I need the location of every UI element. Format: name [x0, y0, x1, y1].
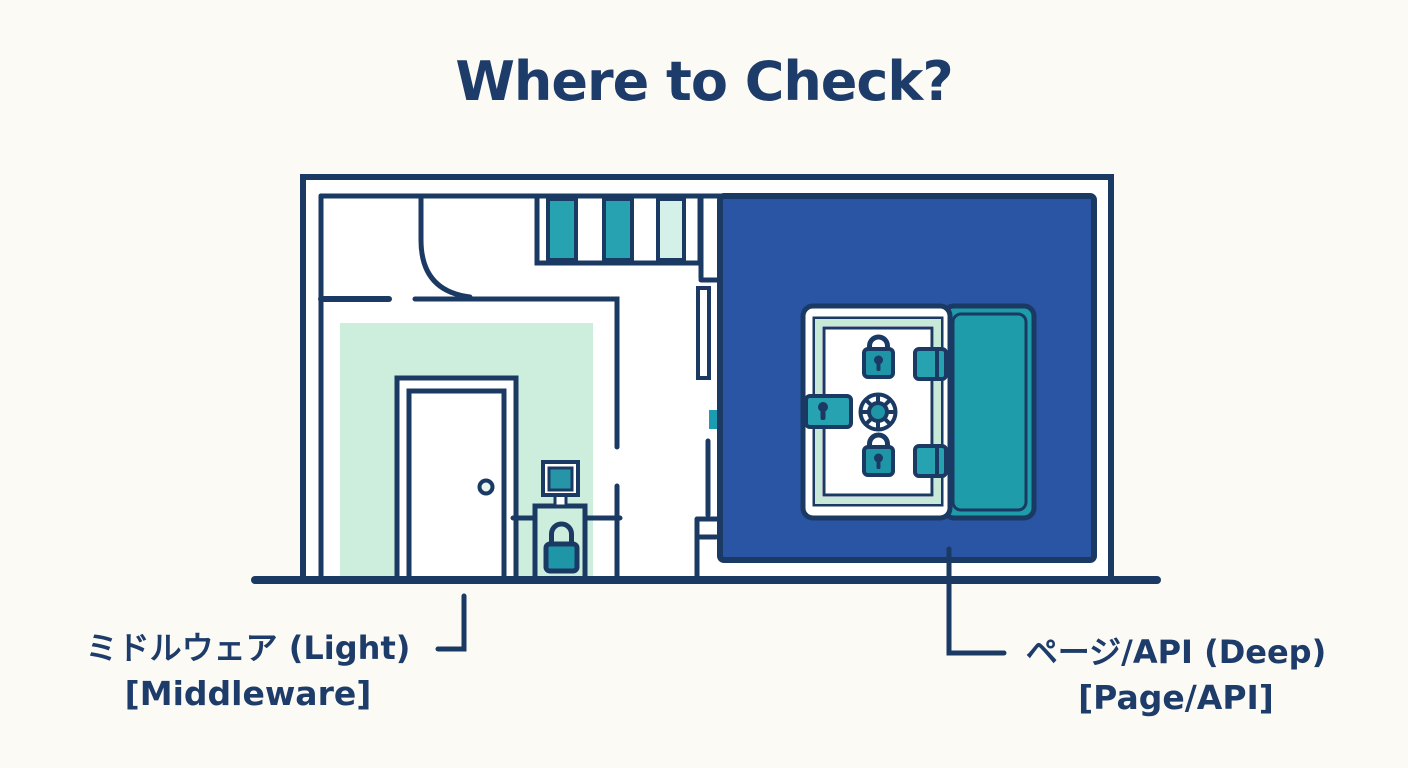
vault-icon [800, 303, 1037, 521]
corridor-wall [694, 193, 720, 581]
connector-right-label [946, 546, 1007, 656]
deep-check-room [717, 193, 1097, 563]
checkpoint-kiosk-icon [510, 460, 623, 583]
vault-side-panel-inset [951, 312, 1028, 512]
label-middleware: ミドルウェア (Light) [Middleware] [28, 626, 468, 716]
page-title: Where to Check? [455, 50, 953, 113]
vault-dial-icon [858, 392, 898, 432]
vault-hinge-bottom-icon [913, 444, 948, 478]
entry-door-icon [394, 375, 519, 581]
door-knob [477, 478, 495, 496]
kiosk-padlock-icon [543, 521, 580, 574]
door-swing-icon [418, 193, 473, 300]
label-middleware-line2: [Middleware] [124, 674, 372, 713]
door-handle-accent [709, 410, 717, 429]
monitor-icon [541, 460, 580, 508]
light-check-room [318, 193, 723, 583]
vault-side-panel [941, 303, 1037, 521]
corridor-door-icon [696, 286, 711, 380]
label-middleware-line1: ミドルウェア (Light) [85, 629, 411, 667]
label-page-api-line1: ページ/API (Deep) [1025, 633, 1327, 671]
connector-left-label [435, 593, 467, 652]
vault-keyhole-plate-icon [804, 394, 853, 429]
label-page-api: ページ/API (Deep) [Page/API] [990, 630, 1362, 720]
mid-wall [412, 296, 620, 581]
vault-hinge-top-icon [913, 347, 948, 381]
vault-padlock-top-icon [862, 334, 895, 379]
label-page-api-line2: [Page/API] [1078, 678, 1274, 717]
stairs-icon [534, 193, 703, 266]
vault-padlock-bottom-icon [862, 432, 895, 477]
